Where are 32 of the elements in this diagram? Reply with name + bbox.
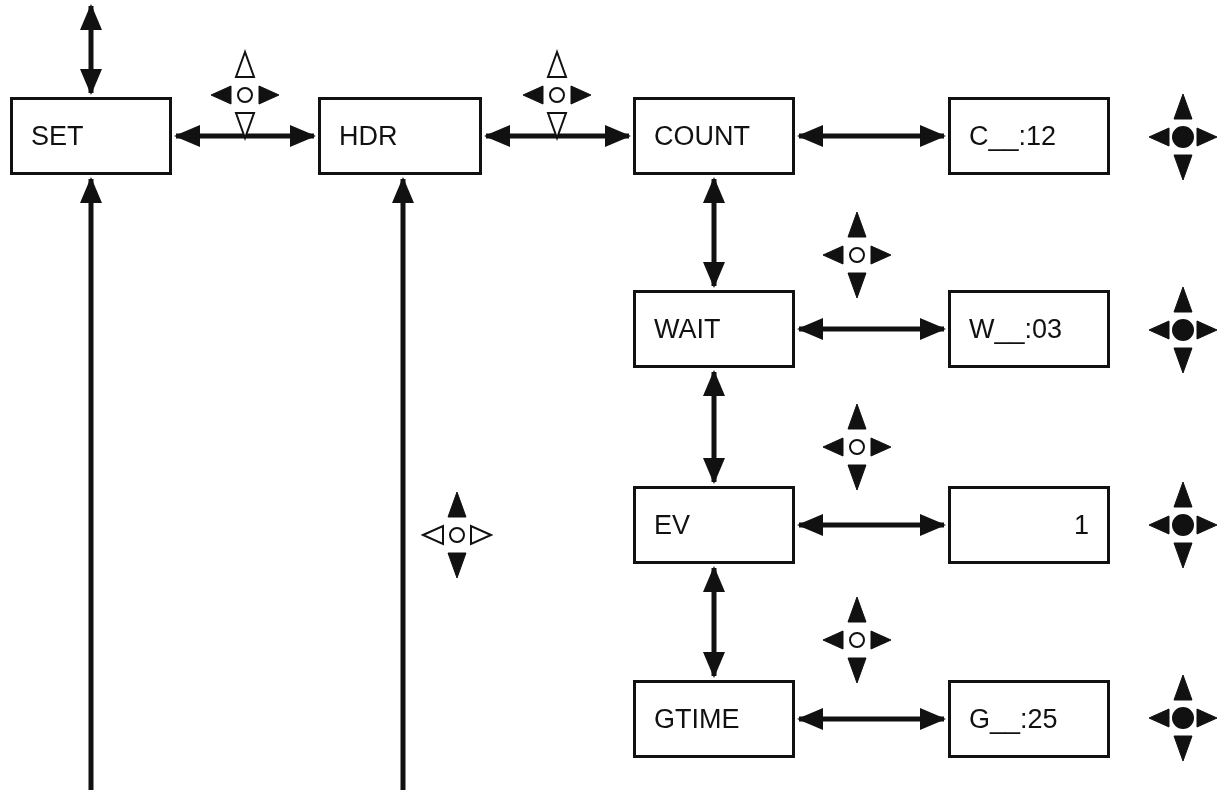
double-arrow <box>80 4 102 95</box>
arrow <box>392 177 414 790</box>
menu-box <box>948 680 1110 758</box>
double-arrow <box>797 708 946 730</box>
menu-box <box>318 97 482 175</box>
menu-label: G__:25 <box>969 703 1058 735</box>
menu-box <box>633 486 795 564</box>
double-arrow <box>797 125 946 147</box>
menu-box <box>948 486 1110 564</box>
menu-label: W__:03 <box>969 313 1063 345</box>
menu-label: C__:12 <box>969 120 1057 152</box>
menu-label: HDR <box>339 120 398 152</box>
double-arrow <box>703 566 725 678</box>
menu-box <box>633 680 795 758</box>
double-arrow <box>703 370 725 484</box>
arrow <box>80 177 102 790</box>
menu-box <box>948 97 1110 175</box>
double-arrow <box>484 125 631 147</box>
double-arrow <box>797 514 946 536</box>
menu-label: COUNT <box>654 120 750 152</box>
double-arrow <box>703 177 725 288</box>
menu-box <box>10 97 172 175</box>
menu-box <box>948 290 1110 368</box>
menu-box <box>633 97 795 175</box>
menu-label: EV <box>654 509 691 541</box>
menu-label: 1 <box>1073 509 1089 541</box>
menu-label: GTIME <box>654 703 740 735</box>
menu-box <box>633 290 795 368</box>
double-arrow <box>174 125 316 147</box>
menu-label: WAIT <box>654 313 721 345</box>
menu-label: SET <box>31 120 84 152</box>
double-arrow <box>797 318 946 340</box>
